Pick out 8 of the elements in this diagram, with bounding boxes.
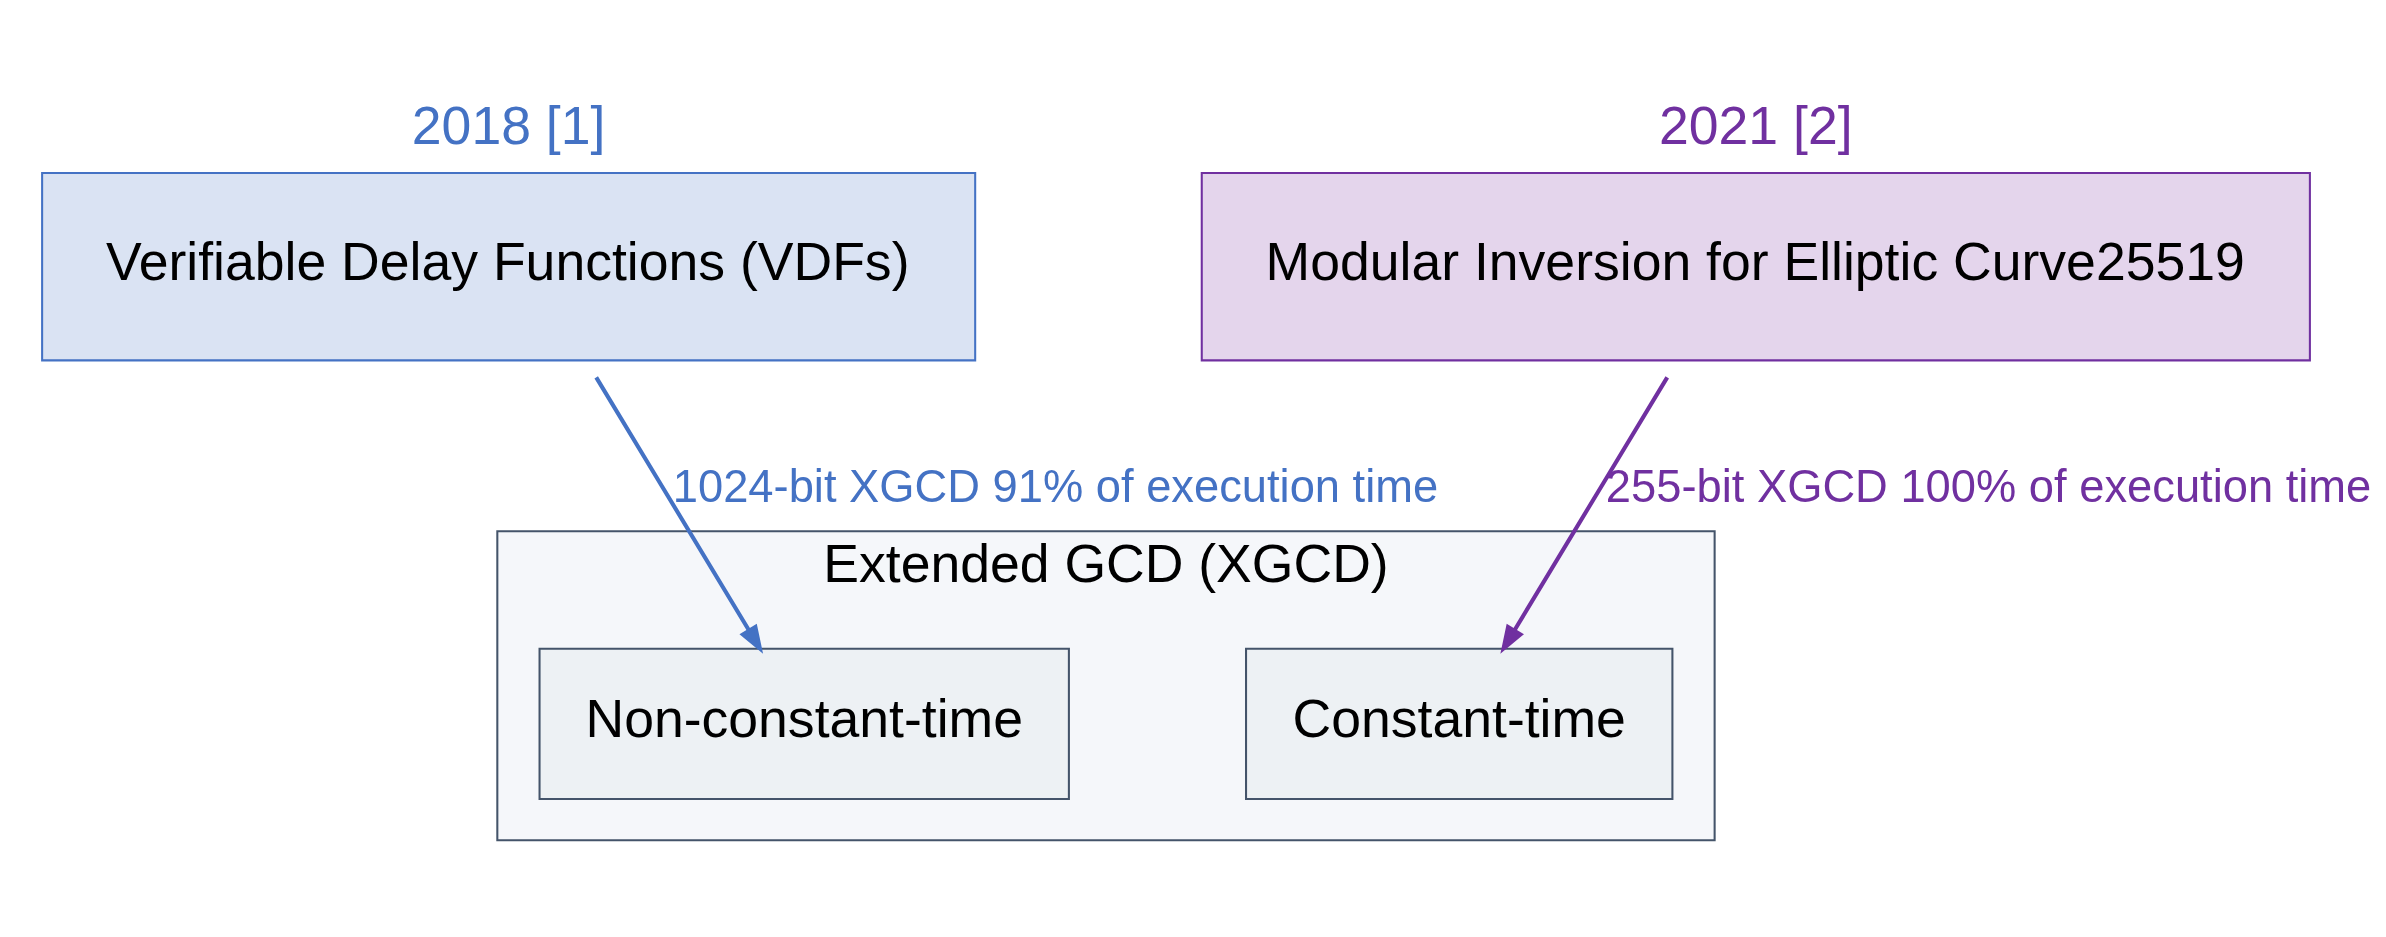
- node-box: Non-constant-time: [538, 647, 1070, 801]
- node-label: 2018 [1]: [411, 95, 606, 155]
- edge-label: 255-bit XGCD 100% of execution time: [1605, 460, 2372, 512]
- node-box: Constant-time: [1245, 647, 1674, 801]
- node-label: 2021 [2]: [1659, 95, 1853, 155]
- edge-label: 1024-bit XGCD 91% of execution time: [672, 460, 1439, 512]
- arrow: [594, 376, 764, 654]
- arrow: [1500, 376, 1669, 654]
